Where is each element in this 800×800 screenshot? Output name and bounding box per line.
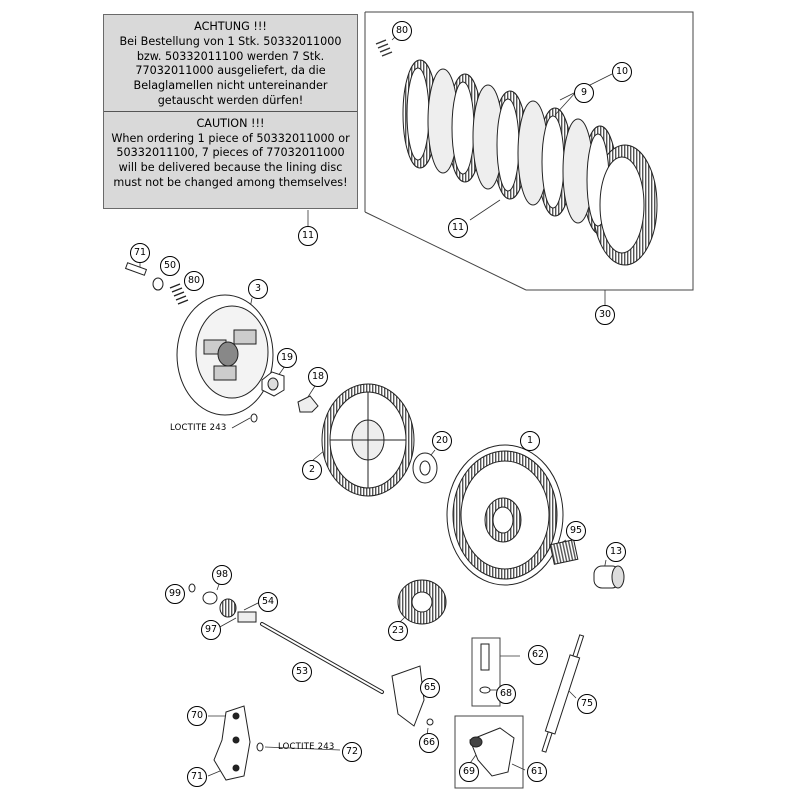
part-callout-62[interactable]: 62 bbox=[528, 645, 548, 665]
part-callout-71[interactable]: 71 bbox=[130, 243, 150, 263]
part-callout-65[interactable]: 65 bbox=[420, 678, 440, 698]
part-callout-20[interactable]: 20 bbox=[432, 431, 452, 451]
outer-clutch-basket bbox=[446, 444, 564, 586]
notice-divider bbox=[104, 110, 357, 112]
syringe bbox=[541, 634, 585, 753]
part-callout-9[interactable]: 9 bbox=[574, 83, 594, 103]
plate-pack-frame bbox=[364, 11, 694, 291]
part-callout-80[interactable]: 80 bbox=[392, 21, 412, 41]
part-callout-75[interactable]: 75 bbox=[577, 694, 597, 714]
clutch-cover bbox=[213, 705, 264, 781]
part-callout-99[interactable]: 99 bbox=[165, 584, 185, 604]
part-callout-54[interactable]: 54 bbox=[258, 592, 278, 612]
part-callout-2[interactable]: 2 bbox=[302, 460, 322, 480]
loctite-note-bottom: LOCTITE 243 bbox=[278, 742, 335, 752]
part-callout-69[interactable]: 69 bbox=[459, 762, 479, 782]
part-callout-50[interactable]: 50 bbox=[160, 256, 180, 276]
german-text: Bei Bestellung von 1 Stk. 50332011000 bz… bbox=[119, 34, 342, 107]
bleed-screw-box bbox=[471, 637, 501, 707]
slave-cylinder-box bbox=[454, 715, 524, 789]
part-callout-66[interactable]: 66 bbox=[419, 733, 439, 753]
clutch-plate-stack bbox=[402, 59, 658, 266]
release-parts bbox=[188, 583, 257, 623]
part-callout-10[interactable]: 10 bbox=[612, 62, 632, 82]
ordering-notice: ACHTUNG !!! Bei Bestellung von 1 Stk. 50… bbox=[103, 14, 358, 209]
plate-spring bbox=[375, 39, 393, 57]
part-callout-70[interactable]: 70 bbox=[187, 706, 207, 726]
part-callout-80-spring[interactable]: 80 bbox=[184, 271, 204, 291]
pressure-plate bbox=[176, 294, 274, 416]
part-callout-19[interactable]: 19 bbox=[277, 348, 297, 368]
part-callout-13[interactable]: 13 bbox=[606, 542, 626, 562]
inner-clutch-hub bbox=[321, 383, 415, 497]
part-callout-53[interactable]: 53 bbox=[292, 662, 312, 682]
part-callout-71-cover[interactable]: 71 bbox=[187, 767, 207, 787]
part-callout-30[interactable]: 30 bbox=[595, 305, 615, 325]
part-callout-18[interactable]: 18 bbox=[308, 367, 328, 387]
gasket-plate bbox=[391, 665, 425, 727]
bushing bbox=[593, 565, 625, 589]
part-callout-98[interactable]: 98 bbox=[212, 565, 232, 585]
pressure-bolt-group bbox=[124, 262, 189, 305]
part-callout-11-notice[interactable]: 11 bbox=[298, 226, 318, 246]
part-callout-11[interactable]: 11 bbox=[448, 218, 468, 238]
needle-bearing bbox=[549, 539, 579, 565]
part-callout-23[interactable]: 23 bbox=[388, 621, 408, 641]
german-title: ACHTUNG !!! bbox=[194, 20, 267, 33]
part-callout-68[interactable]: 68 bbox=[496, 684, 516, 704]
part-callout-3[interactable]: 3 bbox=[248, 279, 268, 299]
part-callout-97[interactable]: 97 bbox=[201, 620, 221, 640]
part-callout-72[interactable]: 72 bbox=[342, 742, 362, 762]
part-callout-61[interactable]: 61 bbox=[527, 762, 547, 782]
english-text: When ordering 1 piece of 50332011000 or … bbox=[111, 131, 350, 189]
primary-gear bbox=[397, 579, 447, 625]
part-callout-95[interactable]: 95 bbox=[566, 521, 586, 541]
loctite-note-top: LOCTITE 243 bbox=[170, 423, 227, 433]
nut-and-washer bbox=[250, 371, 319, 423]
english-title: CAUTION !!! bbox=[196, 116, 265, 130]
part-callout-1[interactable]: 1 bbox=[520, 431, 540, 451]
